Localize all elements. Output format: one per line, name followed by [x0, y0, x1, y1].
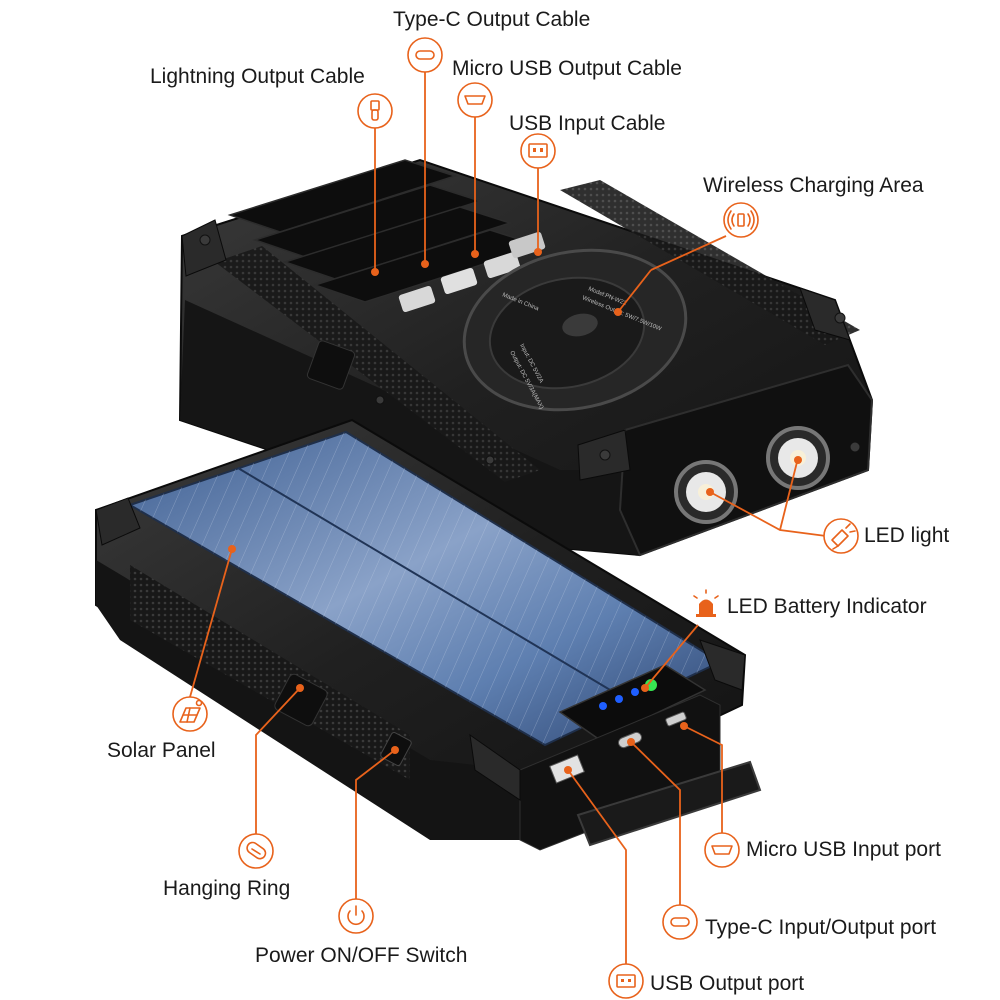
usb-output-port-icon — [608, 963, 644, 999]
device-side-wall-top — [180, 300, 640, 555]
label-solar-panel: Solar Panel — [107, 739, 216, 762]
micro-usb-port-slot — [665, 711, 687, 727]
lightning-connector-icon — [357, 93, 393, 129]
usb-a-connector-icon — [520, 133, 556, 169]
leader-lines — [189, 72, 827, 965]
hanging-ring-slot — [274, 673, 328, 727]
solar-panel-divider — [237, 467, 633, 704]
type-c-port-icon — [662, 904, 698, 940]
micro-usb-port-icon — [704, 832, 740, 868]
label-led-light: LED light — [864, 524, 950, 547]
wireless-signal-icon — [723, 202, 759, 238]
device-grip-side-bottom — [130, 565, 410, 780]
solar-panel-icon — [172, 696, 208, 732]
indicator-strip — [558, 664, 707, 741]
label-hanging-ring: Hanging Ring — [163, 877, 291, 900]
label-micro-usb-input-port: Micro USB Input port — [746, 838, 941, 861]
port-cover-flap — [576, 760, 762, 847]
label-power-switch: Power ON/OFF Switch — [255, 944, 468, 967]
label-micro-usb-output-cable: Micro USB Output Cable — [452, 57, 682, 80]
device-grip-left — [215, 246, 540, 482]
cable-connector-heads — [398, 231, 546, 313]
power-bank-front-view — [95, 418, 762, 851]
label-lightning-output-cable: Lightning Output Cable — [150, 65, 365, 88]
power-icon — [338, 898, 374, 934]
label-usb-output-port: USB Output port — [650, 972, 805, 995]
wireless-charging-pad — [462, 248, 688, 412]
label-type-c-output-cable: Type-C Output Cable — [393, 8, 591, 31]
alarm-light-icon — [689, 589, 723, 623]
device-corner-bumpers-bottom — [95, 497, 746, 801]
micro-usb-connector-icon — [457, 82, 493, 118]
device-screws — [199, 234, 861, 465]
side-switch-top — [306, 340, 356, 390]
label-type-c-io-port: Type-C Input/Output port — [705, 916, 937, 939]
label-led-battery-indicator: LED Battery Indicator — [727, 595, 927, 618]
carabiner-icon — [238, 833, 274, 869]
label-wireless-charging-area: Wireless Charging Area — [703, 174, 924, 197]
device-grip-right — [560, 180, 860, 345]
flashlight-icon — [823, 518, 859, 554]
type-c-connector-icon — [407, 37, 443, 73]
label-usb-input-cable: USB Input Cable — [509, 112, 666, 135]
